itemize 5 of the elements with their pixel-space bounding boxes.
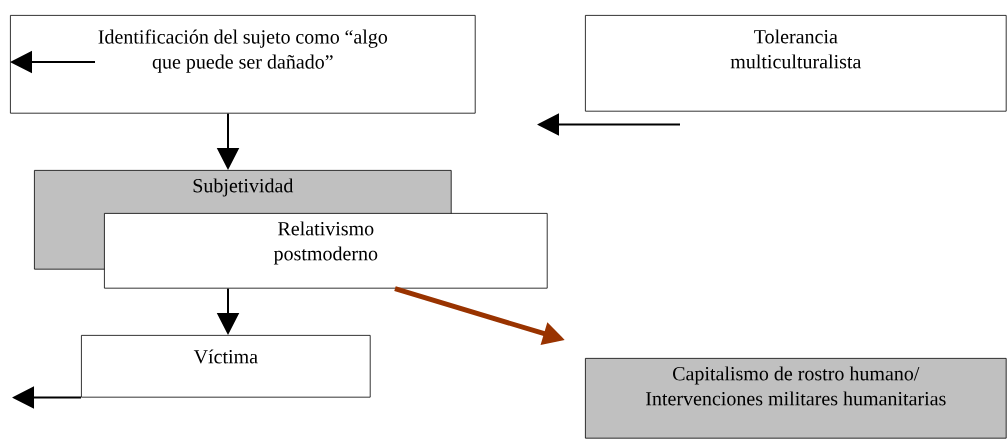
process-box: Identificación del sujeto como “algo que puede ser dañado” <box>10 15 476 114</box>
process-box: Tolerancia multiculturalista <box>585 15 1007 112</box>
process-box: Capitalismo de rostro humano/ Intervenciones militares humanitarias <box>585 358 1007 439</box>
process-box: Víctima <box>81 335 371 398</box>
process-box: Relativismo postmoderno <box>104 213 548 289</box>
